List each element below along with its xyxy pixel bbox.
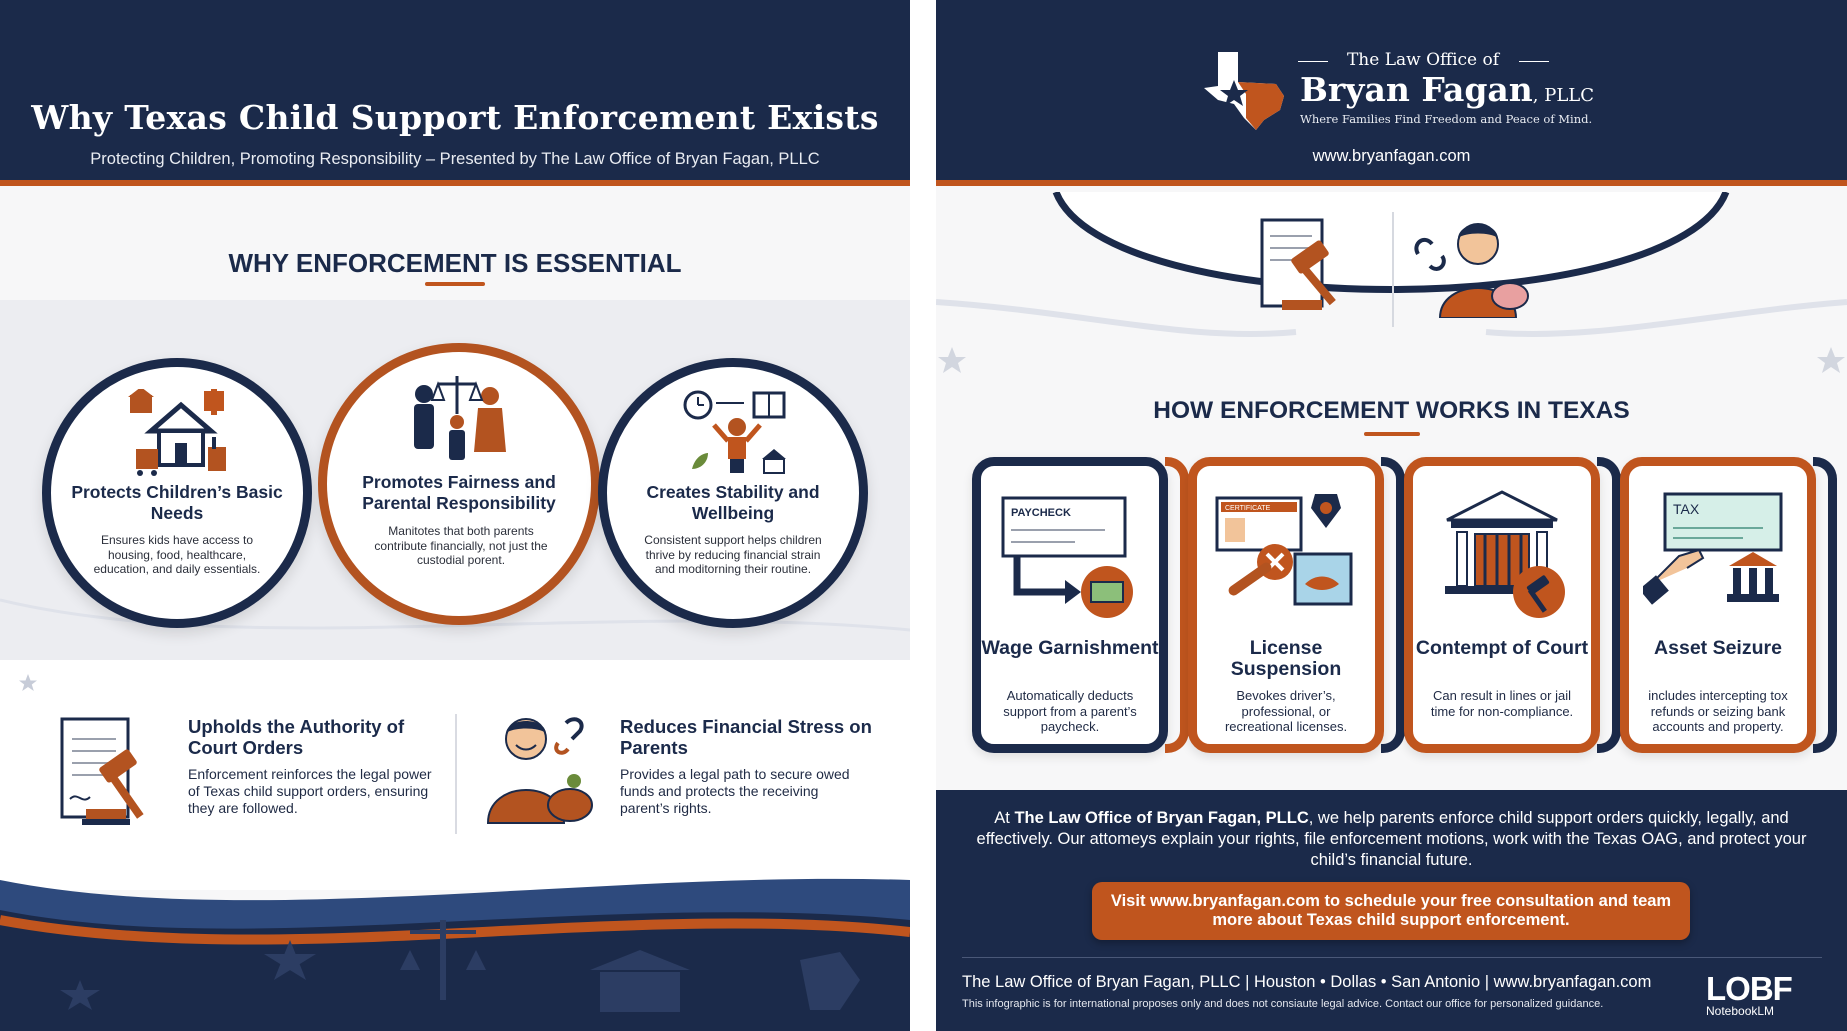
family-scales-icon <box>414 376 506 460</box>
left-header: Why Texas Child Support Enforcement Exis… <box>0 0 910 186</box>
feature-divider <box>455 714 457 834</box>
heading-underline <box>1364 432 1420 436</box>
circle-protects-needs: Protects Children’s Basic Needs Ensures … <box>42 358 312 628</box>
left-infographic-panel: Why Texas Child Support Enforcement Exis… <box>0 0 910 1031</box>
firm-description: At The Law Office of Bryan Fagan, PLLC, … <box>976 808 1807 871</box>
circle-creates-stability: Creates Stability and Wellbeing Consiste… <box>598 358 868 628</box>
section-heading-why: WHY ENFORCEMENT IS ESSENTIAL <box>228 248 682 278</box>
paycheck-icon: PAYCHECK <box>1001 496 1133 618</box>
para-post: , we help parents enforce child support … <box>976 809 1807 869</box>
para-firm-name: The Law Office of Bryan Fagan, PLLC <box>1014 809 1309 827</box>
firm-suffix: , PLLC <box>1532 85 1595 106</box>
circle-title: Creates Stability and Wellbeing <box>646 482 820 523</box>
right-infographic-panel: The Law Office of Bryan Fagan, PLLC Wher… <box>936 0 1847 1031</box>
arch-decoration <box>936 192 1847 392</box>
panel-gap <box>910 0 936 1031</box>
card-accent-edge <box>1381 457 1405 753</box>
right-header: The Law Office of Bryan Fagan, PLLC Wher… <box>936 0 1847 186</box>
circle-title: Protects Children’s Basic Needs <box>71 482 283 523</box>
firm-rule-right <box>1519 61 1549 62</box>
icon-divider <box>1392 212 1394 327</box>
legal-disclaimer: This infographic is for international pr… <box>962 998 1604 1010</box>
card-contempt-of-court: Contempt of Court Can result in lines or… <box>1404 457 1600 753</box>
firm-name-text: Bryan Fagan <box>1300 70 1533 109</box>
card-body: Can result in lines or jail time for non… <box>1430 688 1574 719</box>
courthouse-jail-icon <box>1445 490 1565 618</box>
card-accent-edge <box>1597 457 1621 753</box>
page-title: Why Texas Child Support Enforcement Exis… <box>31 98 879 137</box>
parent-piggybank-icon <box>486 717 593 824</box>
feature-title: Upholds the Authority of Court Orders <box>188 716 405 758</box>
feature-body: Enforcement reinforces the legal power o… <box>188 766 432 816</box>
card-title: License Suspension <box>1230 637 1342 680</box>
paycheck-label: PAYCHECK <box>1011 507 1071 519</box>
card-title: Wage Garnishment <box>981 637 1159 659</box>
feature-body: Provides a legal path to secure owed fun… <box>620 766 850 816</box>
firm-tagline: Where Families Find Freedom and Peace of… <box>1300 112 1593 126</box>
lobf-notebooklm-logo: LOBF NotebookLM <box>1706 970 1826 1025</box>
firm-website-link[interactable]: www.bryanfagan.com <box>1312 147 1471 165</box>
firm-prefix: The Law Office of <box>1346 50 1500 70</box>
card-wage-garnishment: PAYCHECK Wage Garnishment Automatically … <box>972 457 1168 753</box>
circle-title: Promotes Fairness and Parental Responsib… <box>362 472 556 513</box>
card-license-suspension: CERTIFICATE License Suspension Bevokes d… <box>1188 457 1384 753</box>
card-title: Asset Seizure <box>1654 637 1782 659</box>
tax-label: TAX <box>1673 501 1700 517</box>
firm-rule-left <box>1298 61 1328 62</box>
consultation-cta-button[interactable]: Visit www.bryanfagan.com to schedule you… <box>1092 882 1690 940</box>
lobf-logo-text: LOBF <box>1706 970 1793 1007</box>
circle-body: Consistent support helps children thrive… <box>644 533 822 576</box>
card-asset-seizure: TAX Asset Seizure includes intercepting … <box>1620 457 1816 753</box>
court-document-gavel-icon <box>1260 218 1336 310</box>
footer-contact-line: The Law Office of Bryan Fagan, PLLC | Ho… <box>962 973 1652 991</box>
star-icon <box>19 674 37 691</box>
section-heading-how: HOW ENFORCEMENT WORKS IN TEXAS <box>1153 397 1630 424</box>
circle-body: Ensures kids have access to housing, foo… <box>93 533 261 576</box>
circle-body: Manitotes that both parents contribute f… <box>374 524 548 567</box>
card-accent-edge <box>1165 457 1189 753</box>
notebooklm-label: NotebookLM <box>1706 1004 1775 1018</box>
footer-wave-decoration <box>0 878 910 1031</box>
feature-title: Reduces Financial Stress on Parents <box>620 716 872 758</box>
page-subtitle: Protecting Children, Promoting Responsib… <box>90 150 820 168</box>
child-stability-icon <box>683 390 786 474</box>
card-body: includes intercepting tox refunds or sei… <box>1648 688 1788 734</box>
tax-refund-bank-icon: TAX <box>1643 492 1783 605</box>
card-body: Automatically deducts support from a par… <box>1003 688 1137 734</box>
para-pre: At <box>994 809 1015 827</box>
firm-name: Bryan Fagan, PLLC <box>1300 70 1594 109</box>
footer-rule <box>962 957 1822 958</box>
gavel-document-icon <box>60 717 144 825</box>
license-suspension-icon: CERTIFICATE <box>1215 494 1353 606</box>
parent-broken-chain-icon <box>1414 223 1529 318</box>
card-title: Contempt of Court <box>1415 637 1589 659</box>
circle-promotes-fairness: Promotes Fairness and Parental Responsib… <box>318 343 600 625</box>
card-body: Bevokes driver’s, professional, or recre… <box>1224 688 1348 734</box>
texas-star-logo-icon <box>1204 52 1284 130</box>
home-health-icon <box>128 389 226 476</box>
card-accent-edge <box>1813 457 1837 753</box>
heading-underline <box>425 282 485 286</box>
certificate-label: CERTIFICATE <box>1225 505 1271 512</box>
